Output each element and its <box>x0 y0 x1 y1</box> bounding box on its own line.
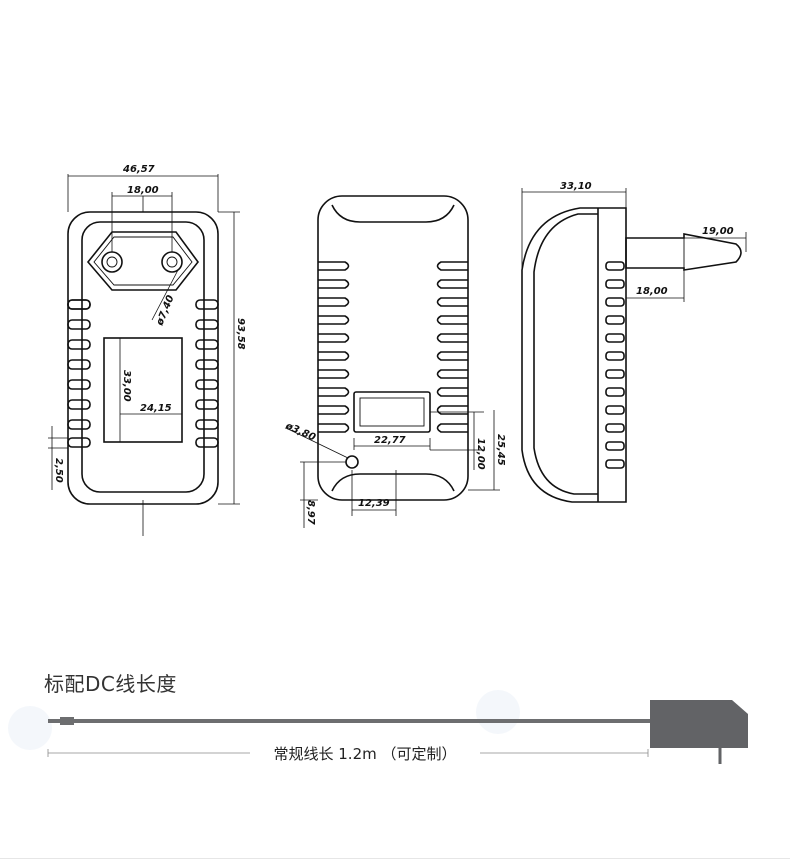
bottom-divider <box>0 858 790 859</box>
side-view: 33,10 19,00 18,00 <box>521 181 747 503</box>
side-vents <box>605 261 625 469</box>
technical-drawing: 46,57 18,00 ø7,40 93,58 33,00 24,15 2,50 <box>48 164 747 536</box>
adapter-plug <box>650 700 748 748</box>
dim-pin-length: 19,00 <box>702 226 734 237</box>
cable-length-caption: 常规线长 1.2m （可定制） <box>250 743 480 764</box>
back-view: ø3,80 22,77 12,00 25,45 12,39 8,97 <box>283 195 506 528</box>
dim-bottom-offset: 2,50 <box>53 458 64 483</box>
back-left-vents <box>318 261 350 433</box>
cable-illustration <box>8 690 748 764</box>
plug-pin <box>625 233 742 271</box>
front-left-vents <box>67 299 91 448</box>
dim-led-diameter: ø3,80 <box>283 420 317 443</box>
dim-pin-spacing: 18,00 <box>127 185 159 196</box>
dim-back-label-height: 12,00 <box>475 438 486 470</box>
front-right-vents <box>195 299 219 448</box>
back-right-vents <box>436 261 468 433</box>
dim-label-width: 24,15 <box>140 403 172 414</box>
front-view: 46,57 18,00 ø7,40 93,58 33,00 24,15 2,50 <box>48 164 246 536</box>
dim-pin-diameter: ø7,40 <box>154 294 176 328</box>
dc-cable-section: 标配DC线长度 常规线长 1.2m （可定制） <box>0 640 790 862</box>
cable-title: 标配DC线长度 <box>44 672 177 696</box>
dim-front-width: 46,57 <box>122 164 155 175</box>
dim-back-label-offset: 25,45 <box>495 434 506 466</box>
dim-side-depth: 33,10 <box>560 181 592 192</box>
dim-pin-offset: 18,00 <box>636 286 668 297</box>
dim-back-label-width: 22,77 <box>374 435 406 446</box>
dim-led-offset-x: 12,39 <box>358 498 390 509</box>
pin-hole-left <box>101 251 123 273</box>
dim-front-height: 93,58 <box>235 318 246 350</box>
dim-label-height: 33,00 <box>121 370 132 402</box>
dc-connector <box>60 717 74 725</box>
label-area <box>103 337 183 443</box>
pin-hole-right <box>161 251 183 273</box>
dim-led-offset-y: 8,97 <box>305 500 316 525</box>
